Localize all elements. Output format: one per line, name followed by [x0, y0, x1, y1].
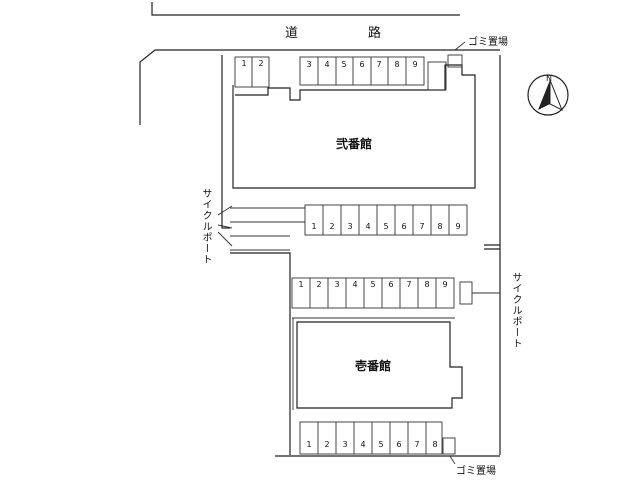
compass-icon [527, 74, 569, 116]
site-boundary-inner [230, 252, 291, 455]
parking-number: 8 [394, 60, 400, 69]
parking-number: 2 [258, 59, 264, 68]
parking-number: 3 [342, 440, 348, 449]
building-ni-label: 弐番館 [336, 137, 373, 151]
parking-number: 2 [316, 280, 322, 289]
parking-number: 4 [365, 222, 371, 231]
road-boundary-top [151, 2, 460, 16]
parking-number: 4 [360, 440, 366, 449]
parking-number: 7 [419, 222, 425, 231]
cycle-port-left-lines [230, 207, 305, 251]
building-ichi-outline [296, 321, 463, 409]
parking-number: 3 [347, 222, 353, 231]
parking-number: 1 [298, 280, 304, 289]
parking-number: 7 [376, 60, 382, 69]
gomi-bottom-box [442, 437, 456, 455]
parking-number: 4 [352, 280, 358, 289]
road-label-char-2: 路 [368, 26, 382, 41]
site-boundary-west [221, 55, 230, 229]
parking-south-upper-area [291, 277, 455, 309]
cycle-port-label-left: サイクルポート [200, 188, 211, 265]
parking-number: 4 [324, 60, 330, 69]
parking-number: 3 [334, 280, 340, 289]
parking-number: 9 [455, 222, 461, 231]
parking-number: 2 [329, 222, 335, 231]
parking-number: 9 [442, 280, 448, 289]
cycle-port-label-right: サイクルポート [510, 272, 521, 349]
parking-number: 5 [383, 222, 389, 231]
parking-number: 1 [311, 222, 317, 231]
road-label-char-1: 道 [285, 26, 299, 41]
parking-number: 6 [396, 440, 402, 449]
parking-number: 5 [370, 280, 376, 289]
parking-number: 6 [359, 60, 365, 69]
compass-north-label: N [546, 74, 552, 83]
gomi-top-box [427, 61, 447, 91]
gomi-label-top: ゴミ置場 [468, 37, 508, 48]
parking-south-lower-area [299, 421, 443, 455]
parking-number: 8 [424, 280, 430, 289]
parking-number: 7 [414, 440, 420, 449]
parking-number: 6 [401, 222, 407, 231]
building-ichi-label: 壱番館 [355, 359, 392, 373]
parking-number: 7 [406, 280, 412, 289]
parking-number: 5 [341, 60, 347, 69]
gomi-label-bottom: ゴミ置場 [456, 466, 496, 477]
parking-number: 1 [306, 440, 312, 449]
parking-number: 6 [388, 280, 394, 289]
parking-number: 2 [324, 440, 330, 449]
parking-number: 8 [437, 222, 443, 231]
parking-top-right-area [299, 56, 425, 86]
parking-number: 9 [412, 60, 418, 69]
parking-number: 3 [306, 60, 312, 69]
road-boundary-bottom [139, 49, 500, 125]
parking-number: 1 [241, 59, 247, 68]
parking-middle-area [304, 204, 468, 236]
parking-number: 8 [432, 440, 438, 449]
parking-number: 5 [378, 440, 384, 449]
